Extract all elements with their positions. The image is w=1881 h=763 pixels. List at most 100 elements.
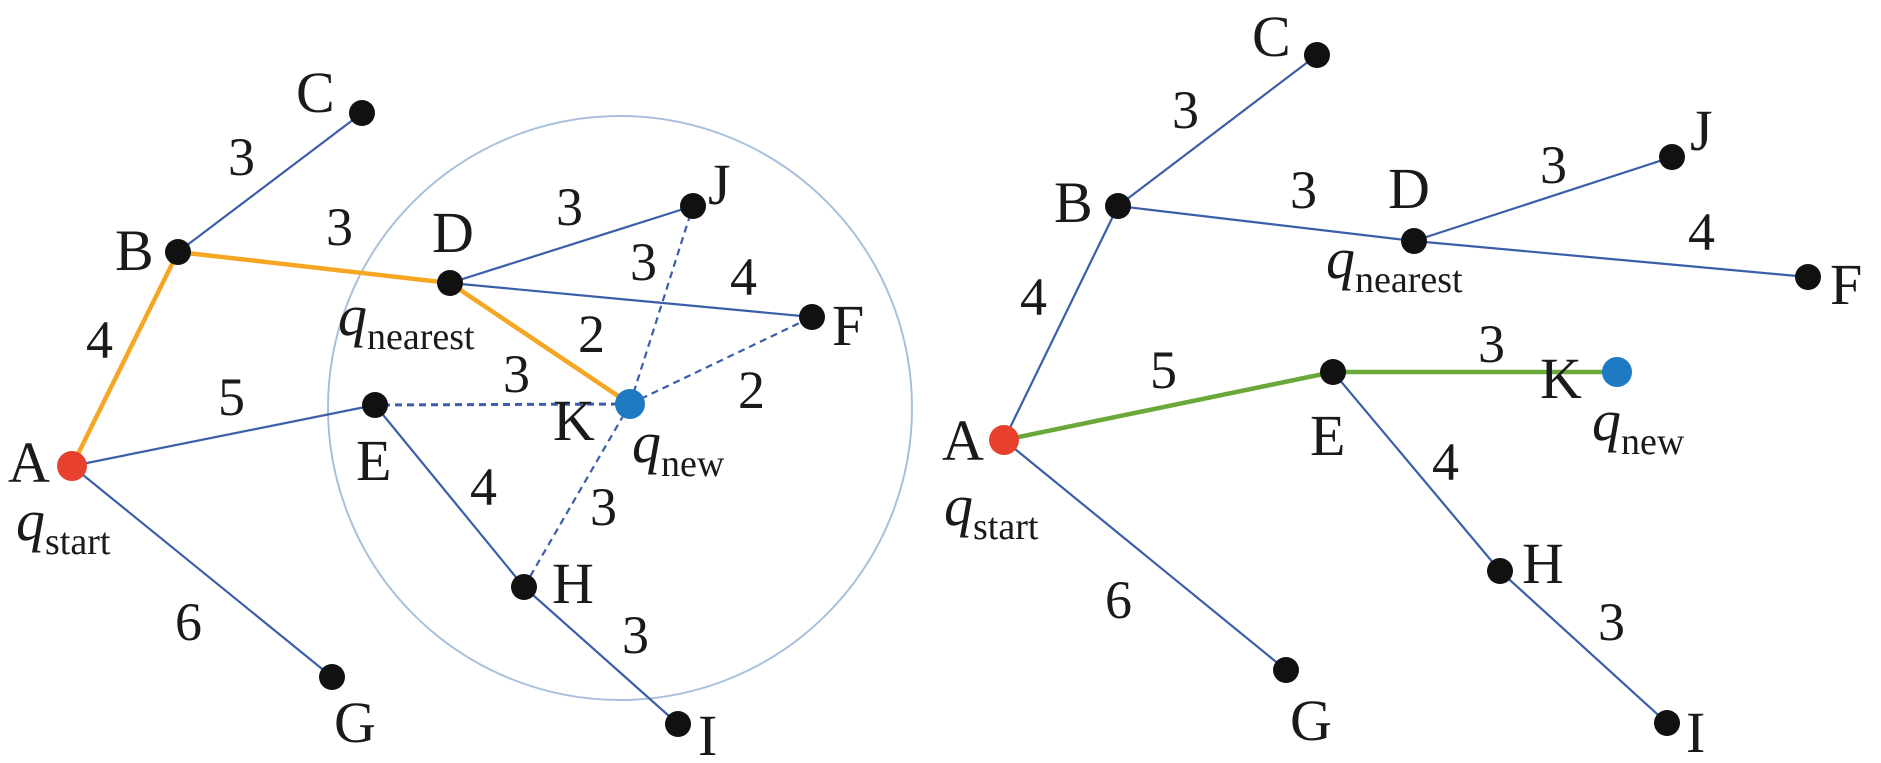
q-nearest-label-right: qnearest [1326, 226, 1463, 301]
edge-b-c [177, 112, 363, 253]
label-g: G [334, 690, 376, 755]
weight-e-k: 3 [503, 344, 530, 404]
label-j: J [708, 152, 731, 217]
label-j-right: J [1690, 98, 1713, 163]
node-labels-right: A B C D J F E K H G I [942, 4, 1862, 763]
label-h-right: H [1522, 531, 1564, 596]
node-c [349, 100, 375, 126]
node-j [680, 193, 706, 219]
weight-d-j: 3 [556, 177, 583, 237]
nodes-right [989, 42, 1821, 736]
label-e-right: E [1310, 403, 1345, 468]
tree-edges-right [1003, 54, 1809, 724]
weight-b-c: 3 [228, 127, 255, 187]
weight-a-b-right: 4 [1020, 267, 1047, 327]
node-j-right [1659, 144, 1685, 170]
node-g-right [1273, 657, 1299, 683]
weight-e-h: 4 [470, 457, 497, 517]
node-i-right [1654, 710, 1680, 736]
node-g [319, 664, 345, 690]
weight-e-h-right: 4 [1432, 432, 1459, 492]
edge-b-c-right [1117, 54, 1318, 207]
edge-weights-right: 3 4 3 3 4 5 3 4 3 6 [1020, 80, 1715, 652]
node-b [165, 239, 191, 265]
q-new-label-right: qnew [1592, 388, 1685, 463]
edge-weights: 3 4 3 5 6 3 4 2 3 2 3 4 3 3 [86, 127, 765, 665]
weight-h-i: 3 [622, 605, 649, 665]
edge-e-h-right [1332, 371, 1501, 572]
q-start-label-right: qstart [944, 473, 1039, 548]
node-a-start [57, 451, 87, 481]
weight-j-k: 3 [630, 232, 657, 292]
label-i-right: I [1686, 700, 1705, 763]
nodes [57, 100, 825, 737]
weight-a-e-right: 5 [1150, 340, 1177, 400]
tree-edges [71, 112, 813, 725]
best-path-orange [69, 249, 632, 467]
edge-a-g [71, 465, 333, 678]
weight-a-g-right: 6 [1105, 570, 1132, 630]
weight-d-f: 4 [730, 247, 757, 307]
node-b-right [1105, 193, 1131, 219]
q-start-label: qstart [16, 488, 111, 563]
node-e-right [1320, 359, 1346, 385]
weight-h-i-right: 3 [1598, 592, 1625, 652]
q-new-label: qnew [632, 410, 725, 485]
edge-e-h [374, 404, 525, 588]
label-d-right: D [1388, 156, 1430, 221]
node-e [362, 392, 388, 418]
weight-b-c-right: 3 [1172, 80, 1199, 140]
node-h-right [1487, 558, 1513, 584]
node-h [511, 574, 537, 600]
weight-b-d-right: 3 [1290, 160, 1317, 220]
edge-d-f-right [1413, 239, 1809, 279]
label-b-right: B [1054, 170, 1093, 235]
label-f-right: F [1830, 252, 1862, 317]
node-labels: A B C D J F E K H G I [8, 60, 864, 763]
label-k-right: K [1540, 346, 1582, 411]
edge-b-d-right [1117, 204, 1415, 243]
q-nearest-label: qnearest [338, 283, 475, 358]
label-b: B [115, 218, 154, 283]
node-i [665, 711, 691, 737]
edge-a-g-right [1003, 439, 1287, 671]
weight-b-d: 3 [326, 197, 353, 257]
node-k-new-right [1602, 357, 1632, 387]
weight-d-k: 2 [578, 304, 605, 364]
edge-k-e [374, 402, 631, 407]
weight-a-e: 5 [218, 367, 245, 427]
label-e: E [356, 428, 391, 493]
edge-a-b-right [1003, 205, 1119, 441]
right-diagram: A B C D J F E K H G I qstart qnearest qn… [942, 4, 1862, 763]
node-d [437, 270, 463, 296]
edge-d-j [449, 204, 694, 285]
label-c-right: C [1252, 4, 1291, 69]
label-g-right: G [1290, 688, 1332, 753]
label-a: A [8, 430, 50, 495]
label-h: H [552, 551, 594, 616]
label-f: F [832, 293, 864, 358]
node-d-right [1401, 228, 1427, 254]
candidate-edges [374, 205, 813, 588]
weight-d-f-right: 4 [1688, 202, 1715, 262]
weight-e-k-right: 3 [1478, 314, 1505, 374]
weight-d-j-right: 3 [1540, 135, 1567, 195]
weight-a-b: 4 [86, 310, 113, 370]
edge-h-i [523, 586, 679, 725]
label-a-right: A [942, 408, 984, 473]
label-i: I [698, 703, 717, 763]
node-f-right [1795, 264, 1821, 290]
label-d: D [432, 200, 474, 265]
label-c: C [296, 60, 335, 125]
edge-k-f [629, 316, 813, 405]
edge-d-f [449, 281, 813, 319]
node-a-start-right [989, 425, 1019, 455]
neighborhood-circle [327, 115, 913, 701]
node-k-new [615, 389, 645, 419]
edge-a-e [71, 403, 376, 468]
weight-k-f: 2 [738, 360, 765, 420]
node-f [799, 304, 825, 330]
weight-h-k: 3 [590, 477, 617, 537]
label-k: K [553, 388, 595, 453]
